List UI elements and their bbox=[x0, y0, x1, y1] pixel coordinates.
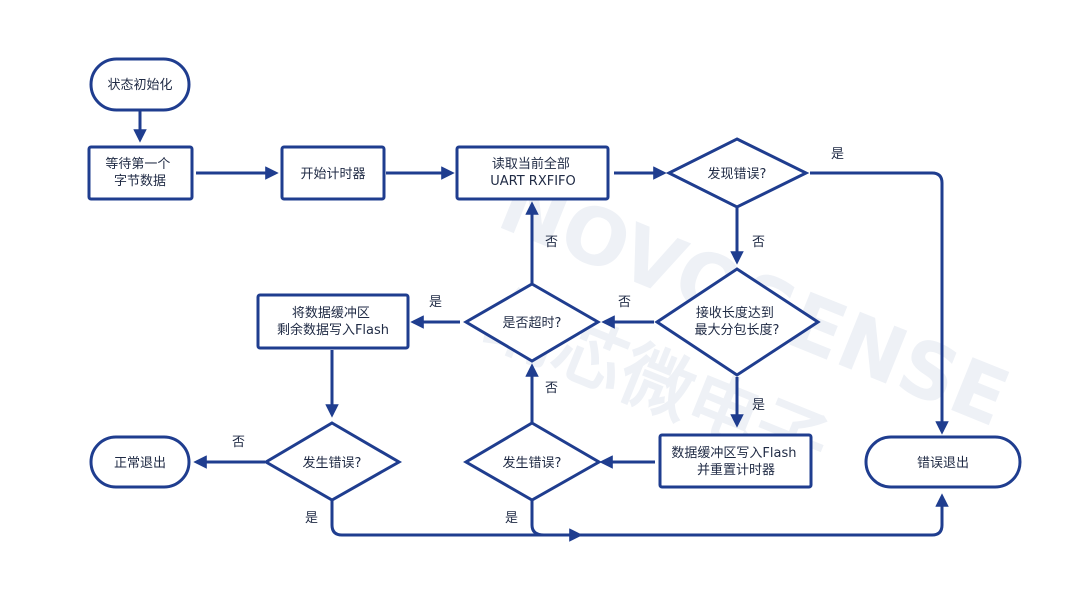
node-error-exit-label: 错误退出 bbox=[917, 456, 969, 471]
edge-label-max-length-yes: 是 bbox=[752, 398, 765, 413]
node-error-check-after-write-label: 发生错误? bbox=[503, 455, 562, 471]
node-error-check-after-remaining: 发生错误? bbox=[263, 421, 403, 502]
node-read-fifo-line-2: UART RXFIFO bbox=[490, 174, 576, 189]
node-start-timer-label: 开始计时器 bbox=[300, 167, 365, 182]
node-write-flash-reset-line-1: 数据缓冲区写入Flash bbox=[671, 446, 796, 461]
node-error-check-after-remaining-line-1: 发生错误? bbox=[303, 455, 362, 471]
node-wait-first-byte-line-1: 等待第一个 bbox=[105, 156, 170, 172]
node-write-flash-reset: 数据缓冲区写入Flash 并重置计时器 bbox=[658, 433, 813, 489]
node-max-length-label: 接收长度达到 最大分包长度? bbox=[695, 305, 780, 338]
node-start-timer-line-1: 开始计时器 bbox=[300, 167, 365, 182]
edge-label-error-after-write-yes: 是 bbox=[505, 511, 518, 526]
edge-label-timeout-yes: 是 bbox=[429, 295, 442, 310]
node-read-fifo: 读取当前全部 UART RXFIFO bbox=[455, 145, 610, 201]
nodes: 状态初始化 等待第一个 字节数据 开始计时器 读取当前全部 UART RXFIF… bbox=[87, 57, 1022, 502]
node-normal-exit-shape bbox=[89, 435, 191, 489]
node-error-check-after-write-shape bbox=[463, 421, 603, 502]
node-error-found-shape bbox=[665, 137, 810, 209]
node-timeout-shape bbox=[463, 282, 601, 363]
node-wait-first-byte-line-2: 字节数据 bbox=[114, 174, 166, 189]
node-error-found-label: 发现错误? bbox=[708, 166, 767, 182]
node-max-length-line-2: 最大分包长度? bbox=[695, 322, 780, 338]
node-write-remaining-label: 将数据缓冲区 剩余数据写入Flash bbox=[277, 306, 389, 338]
node-error-found: 发现错误? bbox=[665, 137, 810, 209]
node-normal-exit: 正常退出 bbox=[89, 435, 191, 489]
node-read-fifo-shape bbox=[455, 145, 610, 201]
node-write-flash-reset-label: 数据缓冲区写入Flash 并重置计时器 bbox=[671, 446, 800, 478]
node-write-remaining-shape bbox=[256, 293, 410, 350]
node-error-check-after-write: 发生错误? bbox=[463, 421, 603, 502]
edge-label-error-check-yes: 是 bbox=[305, 511, 318, 526]
node-error-check-after-remaining-label: 发生错误? bbox=[303, 455, 362, 471]
edge-label-error-found-no: 否 bbox=[752, 235, 765, 250]
edge-error-found-yes-to-error-exit bbox=[810, 171, 949, 435]
node-error-check-after-write-line-1: 发生错误? bbox=[503, 455, 562, 471]
node-max-length-line-1: 接收长度达到 bbox=[696, 305, 774, 321]
node-timeout: 是否超时? bbox=[463, 282, 601, 363]
edge-error-check-yes-to-error-exit bbox=[330, 493, 949, 537]
node-max-length-shape bbox=[654, 267, 821, 377]
node-read-fifo-label: 读取当前全部 UART RXFIFO bbox=[490, 156, 576, 189]
node-normal-exit-line-1: 正常退出 bbox=[114, 456, 166, 471]
node-write-flash-reset-line-2: 并重置计时器 bbox=[697, 462, 775, 478]
node-max-length: 接收长度达到 最大分包长度? bbox=[654, 267, 821, 377]
edge-error-after-write-yes-join bbox=[530, 501, 545, 537]
node-start-shape bbox=[89, 57, 191, 112]
edge-label-timeout-no: 否 bbox=[545, 235, 558, 250]
node-write-remaining: 将数据缓冲区 剩余数据写入Flash bbox=[256, 293, 410, 350]
node-normal-exit-label: 正常退出 bbox=[114, 456, 166, 471]
edge-label-max-length-no: 否 bbox=[618, 295, 631, 310]
node-timeout-line-1: 是否超时? bbox=[503, 316, 562, 331]
node-error-found-line-1: 发现错误? bbox=[708, 166, 767, 182]
node-error-check-after-remaining-shape bbox=[263, 421, 403, 502]
node-error-exit-line-1: 错误退出 bbox=[917, 456, 969, 471]
node-wait-first-byte-label: 等待第一个 字节数据 bbox=[105, 156, 174, 189]
node-start: 状态初始化 bbox=[89, 57, 191, 112]
node-start-label: 状态初始化 bbox=[107, 78, 172, 93]
edge-label-error-found-yes: 是 bbox=[831, 147, 844, 162]
node-write-remaining-line-1: 将数据缓冲区 bbox=[292, 306, 370, 321]
node-timeout-label: 是否超时? bbox=[503, 316, 562, 331]
node-wait-first-byte: 等待第一个 字节数据 bbox=[87, 145, 194, 201]
node-error-exit: 错误退出 bbox=[864, 435, 1022, 489]
node-start-timer: 开始计时器 bbox=[280, 145, 386, 201]
node-error-exit-shape bbox=[864, 435, 1022, 489]
edges bbox=[133, 111, 949, 542]
edge-label-error-after-write-no: 否 bbox=[545, 381, 558, 396]
node-start-timer-shape bbox=[280, 145, 386, 201]
node-write-flash-reset-shape bbox=[658, 433, 813, 489]
node-write-remaining-line-2: 剩余数据写入Flash bbox=[277, 322, 389, 338]
edge-label-error-check-no: 否 bbox=[232, 435, 245, 450]
node-read-fifo-line-1: 读取当前全部 bbox=[492, 156, 570, 172]
node-start-line-1: 状态初始化 bbox=[107, 78, 172, 93]
edge-labels: 是 否 否 是 是 否 否 否 是 是 bbox=[232, 147, 844, 526]
node-wait-first-byte-shape bbox=[87, 145, 194, 201]
